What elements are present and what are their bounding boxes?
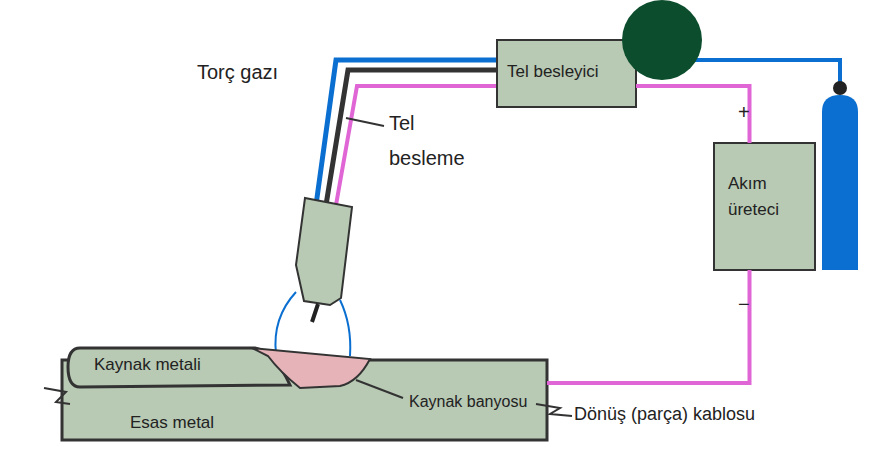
wire-conduit: [326, 70, 497, 205]
gas-hose: [316, 60, 497, 205]
power-source-box: Akım üreteci: [714, 143, 815, 270]
break-mark: [44, 388, 70, 404]
gas-cylinder: [822, 95, 858, 270]
electrode-wire: [312, 304, 318, 322]
wire-spool: [622, 0, 702, 80]
node-label: Tel besleyici: [507, 62, 599, 82]
shielding-gas: [340, 300, 350, 356]
node-label: Esas metal: [130, 413, 214, 433]
wire-feeder-box: Tel besleyici: [497, 40, 636, 107]
shielding-gas: [275, 292, 296, 354]
node-label: Akım üreteci: [728, 171, 801, 222]
weld-pool-callout: Kaynak banyosu: [409, 392, 527, 411]
polarity-plus: +: [738, 100, 750, 124]
break-mark: [536, 404, 572, 416]
return-cable-label: Dönüş (parça) kablosu: [574, 404, 755, 426]
weld-metal-region: Kaynak metali: [68, 348, 268, 387]
gas-label: Torç gazı: [197, 60, 278, 84]
weld-pool: [252, 348, 370, 388]
weld-metal: [68, 348, 290, 387]
torch-cable: [336, 86, 497, 205]
node-label: Kaynak metali: [94, 355, 201, 375]
wire-feed-label: Tel besleme: [389, 106, 481, 176]
power-cable: [636, 86, 750, 143]
leader-line: [356, 380, 403, 398]
welding-torch: [296, 198, 352, 305]
polarity-minus: −: [738, 292, 750, 316]
cylinder-valve: [833, 81, 847, 95]
leader-line: [346, 118, 384, 126]
power-cable: [547, 270, 750, 383]
power-source-box: [714, 143, 815, 270]
wire-feeder-box: [497, 40, 636, 107]
